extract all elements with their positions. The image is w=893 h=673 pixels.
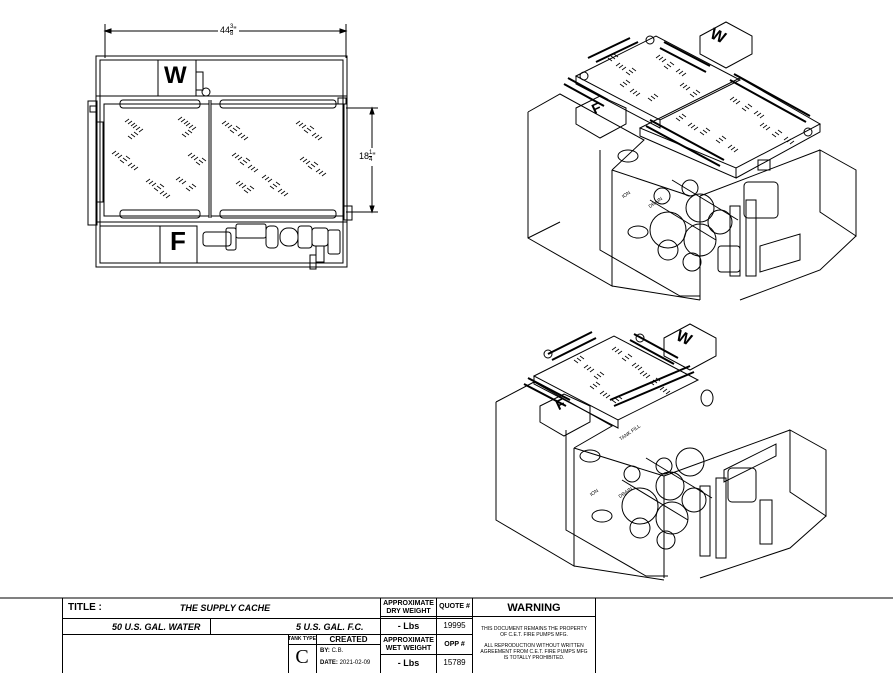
date-value: 2021-02-09 (339, 660, 371, 666)
top-view (87, 24, 378, 270)
warning-line-2: OF C.E.T. FIRE PUMPS MFG. (500, 632, 568, 638)
width-dim-denominator: 8 (230, 30, 234, 37)
height-dim-value: 18 (359, 150, 370, 161)
title-block: TITLE : THE SUPPLY CACHE 50 U.S. GAL. WA… (0, 598, 893, 673)
wet-weight-label-line2: WET WEIGHT (385, 645, 432, 652)
warning-text: THIS DOCUMENT REMAINS THE PROPERTY OF C.… (473, 626, 595, 661)
warning-line-1: THIS DOCUMENT REMAINS THE PROPERTY (481, 626, 587, 632)
by-label: BY: (320, 648, 330, 654)
iso-view-upper (527, 21, 857, 301)
quote-label: QUOTE # (439, 603, 470, 610)
created-label: CREATED (329, 635, 368, 644)
created-by: BY: C.B. (320, 648, 343, 654)
wet-weight-label: APPROXIMATE WET WEIGHT (381, 637, 436, 653)
height-dim-denominator: 4 (369, 156, 373, 163)
dry-weight-value: - Lbs (397, 621, 420, 631)
width-dim-numerator: 3 (230, 24, 234, 30)
tank-type-label: TANK TYPE (288, 636, 316, 642)
created-date: DATE: 2021-02-09 (320, 660, 370, 666)
fc-capacity: 5 U.S. GAL. F.C. (296, 622, 364, 632)
mark-w-top: W (164, 62, 187, 89)
dry-weight-label-line1: APPROXIMATE (383, 600, 434, 607)
title-label: TITLE : (68, 602, 102, 613)
quote-value: 19995 (443, 621, 466, 630)
warning-line-3: ALL REPRODUCTION WITHOUT WRITTEN (484, 643, 584, 649)
warning-line-4: AGREEMENT FROM C.E.T. FIRE PUMPS MFG (480, 649, 588, 655)
opp-value: 15789 (443, 658, 466, 667)
opp-label: OPP # (444, 641, 465, 648)
by-value: C.B. (331, 648, 344, 654)
title-value: THE SUPPLY CACHE (179, 603, 271, 613)
mark-f-top: F (170, 226, 186, 256)
top-view-tread-pattern (111, 116, 327, 199)
warning-title: WARNING (507, 602, 561, 614)
iso-view-lower (495, 323, 827, 581)
height-dim-numerator: 1 (369, 150, 373, 156)
warning-line-5: IS TOTALLY PROHIBITED. (503, 655, 565, 661)
wet-weight-label-line1: APPROXIMATE (383, 637, 434, 644)
date-label: DATE: (320, 660, 338, 666)
dry-weight-label: APPROXIMATE DRY WEIGHT (381, 600, 436, 616)
tank-type-value: C (295, 646, 309, 668)
wet-weight-value: - Lbs (397, 658, 420, 668)
water-capacity: 50 U.S. GAL. WATER (112, 622, 201, 632)
width-dim-value: 44 (220, 24, 231, 35)
dry-weight-label-line2: DRY WEIGHT (386, 608, 431, 615)
